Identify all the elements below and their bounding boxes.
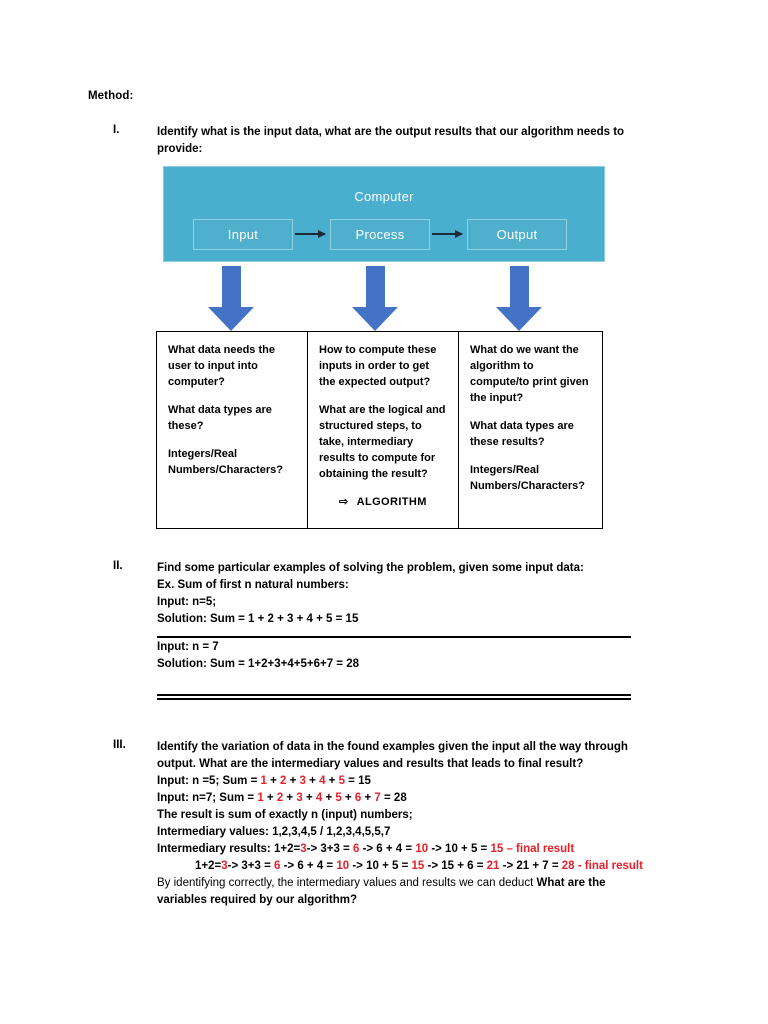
question-text: What data types are these results? [470,420,574,448]
section-2-line: Input: n=5; [157,596,217,608]
arrow-input-to-process-icon [295,229,326,238]
divider-bottom-2 [157,698,631,700]
section-1-intro: Identify what is the input data, what ar… [157,126,625,155]
question-box-process: How to compute these inputs in order to … [307,331,459,529]
section-2-line: Find some particular examples of solving… [157,562,584,574]
right-arrow-bullet-icon: ⇨ [339,496,349,508]
question-text: How to compute these inputs in order to … [319,344,437,388]
section-3-intermediary-values: Intermediary values: 1,2,3,4,5 / 1,2,3,4… [157,826,391,838]
computer-diagram-panel: Computer Input Process Output [163,166,605,262]
section-2-boxed-body: Input: n = 7 Solution: Sum = 1+2+3+4+5+6… [157,639,647,673]
section-2-boxed-line: Input: n = 7 [157,641,219,653]
section-2-body: Find some particular examples of solving… [157,560,647,628]
arrow-process-to-output-icon [432,229,463,238]
divider-bottom-1 [157,694,631,696]
question-text: Integers/Real Numbers/Characters? [470,464,585,492]
question-text: Integers/Real Numbers/Characters? [168,448,283,476]
down-arrow-input-icon [208,266,254,331]
question-box-input: What data needs the user to input into c… [156,331,308,529]
question-box-output: What do we want the algorithm to compute… [458,331,603,529]
section-2-boxed-line: Solution: Sum = 1+2+3+4+5+6+7 = 28 [157,658,360,670]
diagram-node-output: Output [467,219,567,250]
section-3-result-note: The result is sum of exactly n (input) n… [157,809,413,821]
algorithm-label: ALGORITHM [356,496,427,508]
question-text: What data needs the user to input into c… [168,344,275,388]
section-3-body: Identify the variation of data in the fo… [157,739,655,909]
diagram-title: Computer [354,189,414,204]
section-3-intermediary-results-2: 1+2=3-> 3+3 = 6 -> 6 + 4 = 10 -> 10 + 5 … [195,860,643,872]
section-numeral-1: I. [113,124,120,136]
question-text: What data types are these? [168,404,272,432]
section-3-intro: Identify the variation of data in the fo… [157,741,628,770]
section-numeral-3: III. [113,739,126,751]
section-2-line: Solution: Sum = 1 + 2 + 3 + 4 + 5 = 15 [157,613,359,625]
page-title: Method: [88,90,134,102]
diagram-node-process: Process [330,219,430,250]
section-numeral-2: II. [113,560,123,572]
diagram-node-input: Input [193,219,293,250]
divider-top [157,636,631,638]
question-text: What do we want the algorithm to compute… [470,344,589,404]
section-3-closing: By identifying correctly, the intermedia… [157,877,606,906]
down-arrow-output-icon [496,266,542,331]
algorithm-callout: ⇨ ALGORITHM [319,494,447,510]
question-text: What are the logical and structured step… [319,404,446,480]
section-3-intermediary-results-1: Intermediary results: 1+2=3-> 3+3 = 6 ->… [157,843,575,855]
section-2-line: Ex. Sum of first n natural numbers: [157,579,349,591]
section-3-example-2: Input: n=7; Sum = 1 + 2 + 3 + 4 + 5 + 6 … [157,792,407,804]
section-3-example-1: Input: n =5; Sum = 1 + 2 + 3 + 4 + 5 = 1… [157,775,371,787]
down-arrow-process-icon [352,266,398,331]
